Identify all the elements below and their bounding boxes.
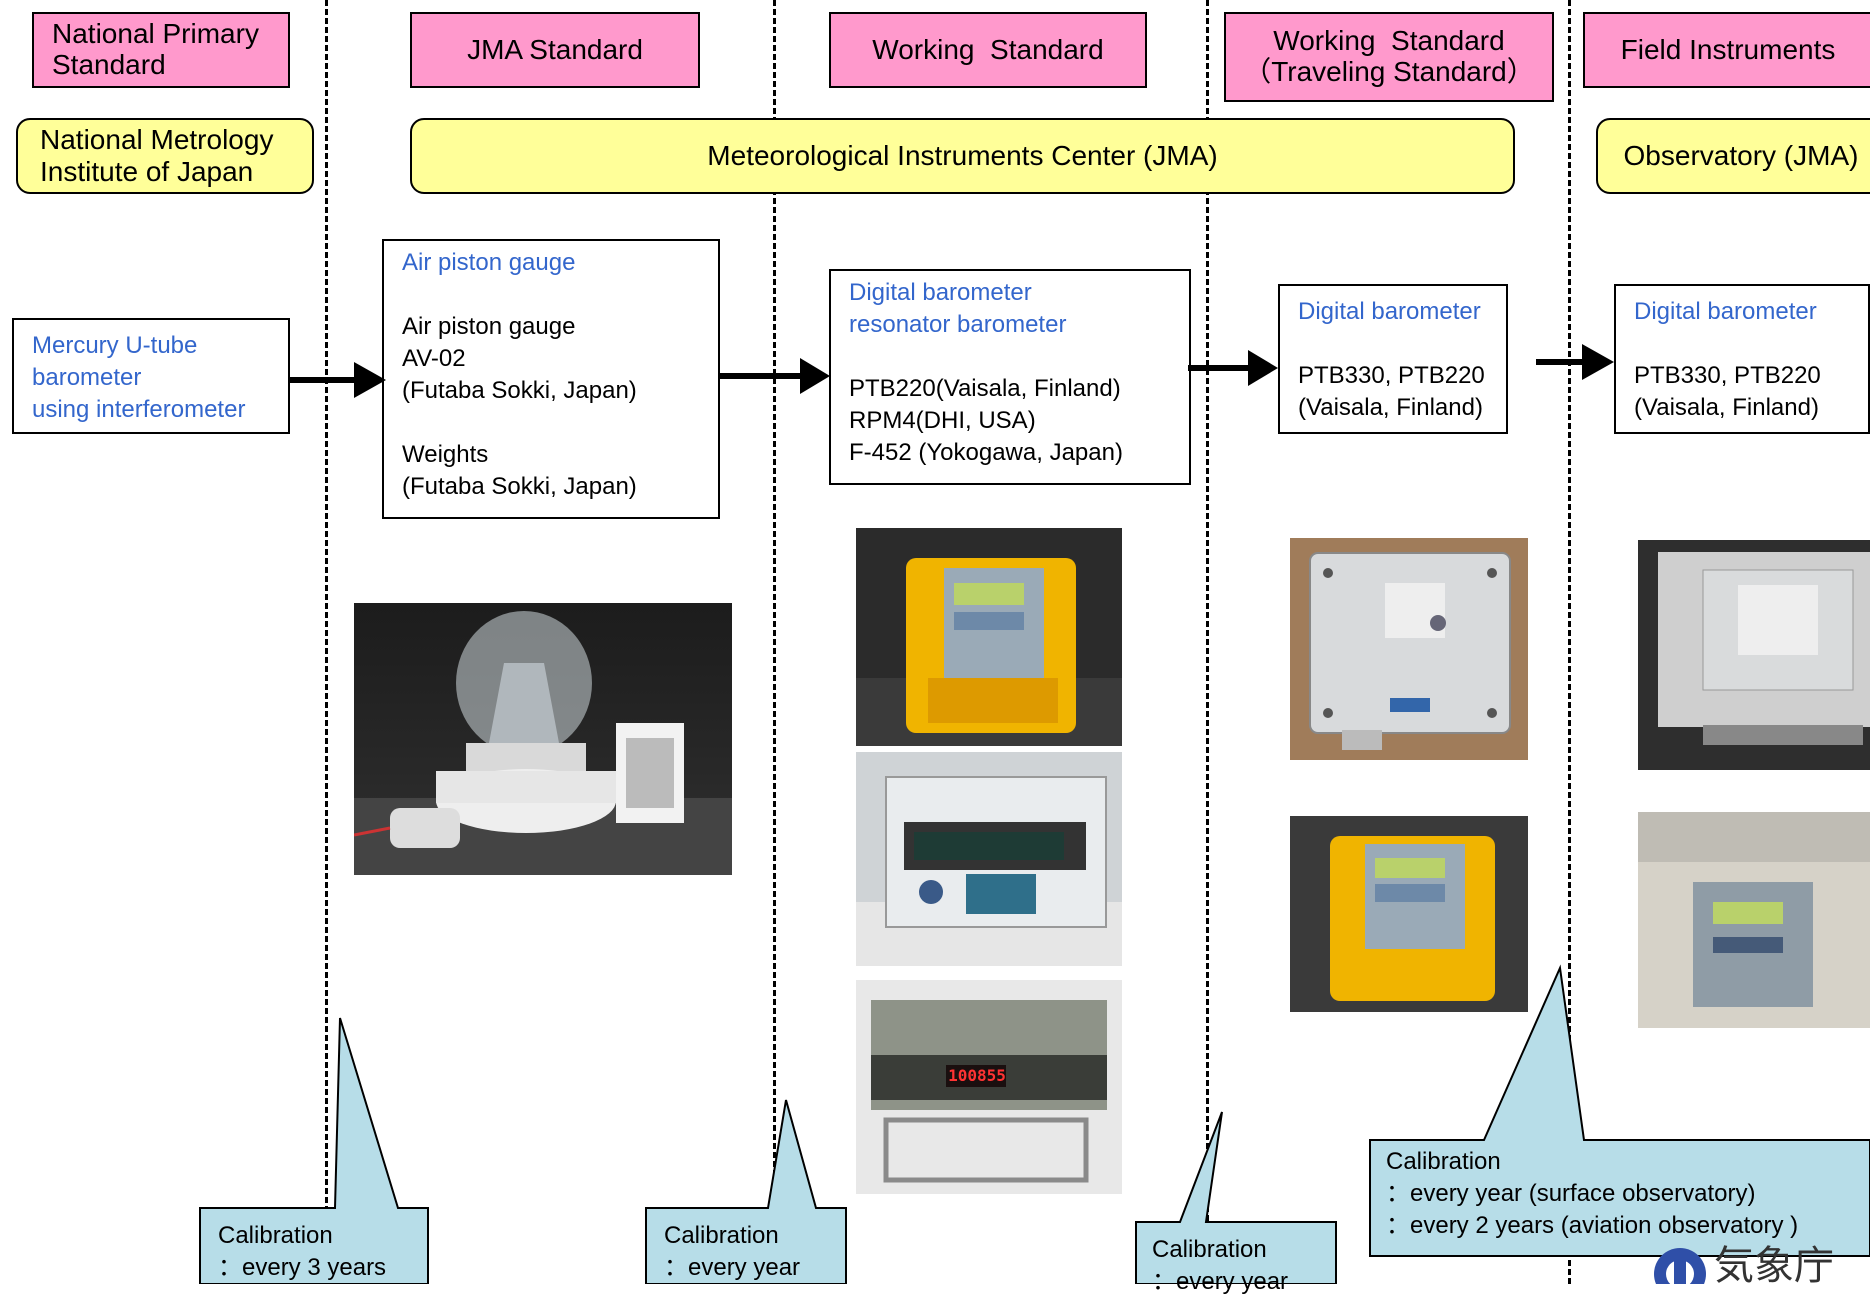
callout-every-year-traveling: Calibration ：every year (1152, 1236, 1289, 1295)
box-digital-field: Digital barometer PTB330, PTB220 (Vaisal… (1614, 284, 1870, 434)
photo-rpm4 (856, 752, 1122, 966)
arrow-4 (1536, 344, 1614, 380)
callout-surface-aviation: Calibration ：every year (surface observa… (1386, 1148, 1799, 1239)
arrow-3 (1188, 350, 1278, 386)
callout-every-3-years: Calibration ：every 3 years (218, 1222, 387, 1281)
photo-ptb220-traveling (1290, 816, 1528, 1012)
separator-1 (325, 0, 328, 1284)
box-air-piston-gauge: Air piston gauge Air piston gauge AV-02 … (382, 239, 720, 519)
org-nmij: National Metrology Institute of Japan (16, 118, 314, 194)
box-mercury-barometer: Mercury U-tube barometer using interfero… (12, 318, 290, 434)
digital3-title: Digital barometer (1634, 298, 1817, 325)
callout-every-year-working: Calibration ：every year (664, 1222, 801, 1281)
mercury-title: Mercury U-tube barometer using interfero… (32, 332, 246, 423)
digital2-body: PTB330, PTB220 (Vaisala, Finland) (1298, 362, 1485, 421)
photo-ptb220-working (856, 528, 1122, 746)
jma-logo: 気象庁 (1650, 1244, 1870, 1284)
header-traveling-standard: Working Standard （Traveling Standard） (1224, 12, 1554, 102)
callout-shape-1 (200, 1018, 392, 1208)
piston-body: Air piston gauge AV-02 (Futaba Sokki, Ja… (402, 313, 637, 500)
box-digital-resonator: Digital barometer resonator barometer PT… (829, 269, 1191, 485)
photo-f452: 100855 (856, 980, 1122, 1194)
digital2-title: Digital barometer (1298, 298, 1481, 325)
photo-ptb220-field (1638, 812, 1870, 1028)
photo-ptb330-field (1638, 540, 1870, 770)
piston-title: Air piston gauge (402, 249, 576, 276)
photo-air-piston-gauge (354, 603, 732, 875)
box-digital-traveling: Digital barometer PTB330, PTB220 (Vaisal… (1278, 284, 1508, 434)
org-observatory-jma: Observatory (JMA) (1596, 118, 1870, 194)
separator-3 (1206, 0, 1209, 1284)
header-jma-standard: JMA Standard (410, 12, 700, 88)
separator-2 (773, 0, 776, 1284)
digital1-title: Digital barometer resonator barometer (849, 279, 1067, 338)
jma-logo-mark-icon (1654, 1248, 1706, 1284)
digital1-body: PTB220(Vaisala, Finland) RPM4(DHI, USA) … (849, 375, 1123, 466)
photo-ptb330-traveling (1290, 538, 1528, 760)
header-national-primary: National Primary Standard (32, 12, 290, 88)
jma-logo-text: 気象庁 (1714, 1244, 1834, 1284)
arrow-1 (290, 362, 386, 398)
org-mic-jma: Meteorological Instruments Center (JMA) (410, 118, 1515, 194)
f452-display: 100855 (948, 1066, 1006, 1085)
header-working-standard: Working Standard (829, 12, 1147, 88)
separator-4 (1568, 0, 1571, 1284)
digital3-body: PTB330, PTB220 (Vaisala, Finland) (1634, 362, 1821, 421)
header-field-instruments: Field Instruments (1583, 12, 1870, 88)
